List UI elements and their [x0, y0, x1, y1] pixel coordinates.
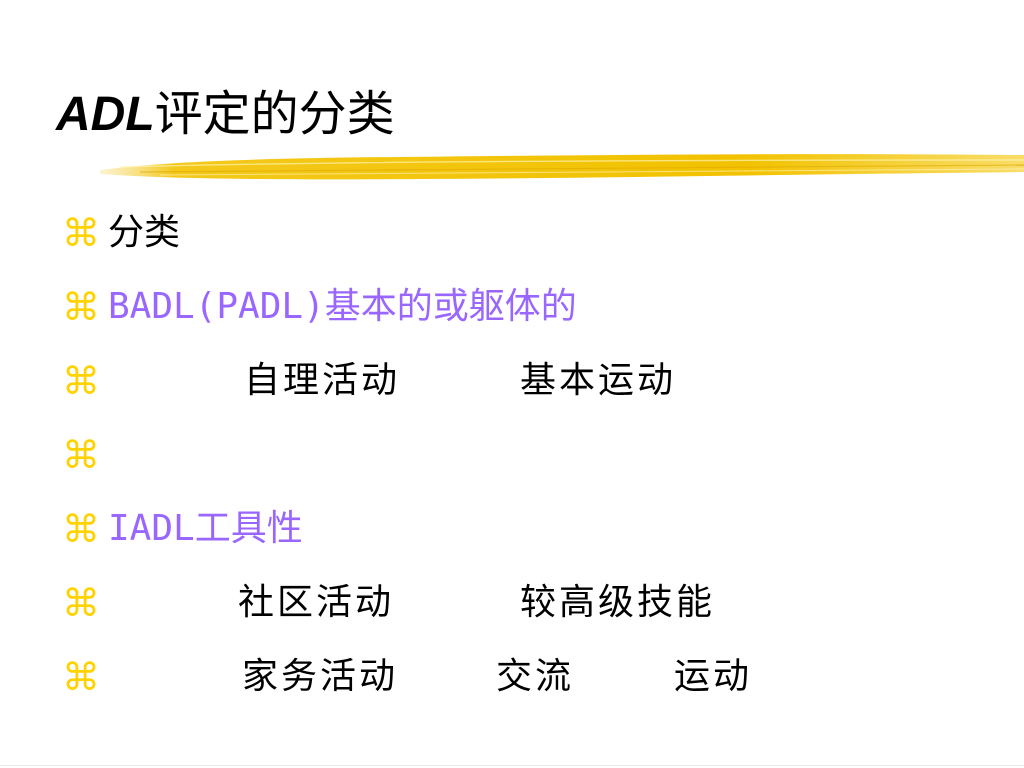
list-item: ⌘ IADL工具性 — [62, 492, 1002, 566]
brush-stroke-underline — [100, 154, 1024, 180]
item-text: 分类 — [108, 212, 181, 253]
list-item: ⌘ 家务活动 交流 运动 — [62, 640, 1002, 714]
list-item: ⌘ — [62, 418, 1002, 492]
item-text: IADL工具性 — [108, 508, 303, 549]
item-col-2: 交流 — [496, 656, 575, 697]
item-col-1: 家务活动 — [242, 656, 399, 697]
list-item: ⌘ 社区活动 较高级技能 — [62, 566, 1002, 640]
item-col-3: 运动 — [674, 656, 753, 697]
item-text: BADL(PADL)基本的或躯体的 — [108, 286, 577, 327]
command-bullet-icon: ⌘ — [62, 655, 100, 699]
item-col-2: 较高级技能 — [520, 582, 716, 623]
list-item: ⌘ BADL(PADL)基本的或躯体的 — [62, 270, 1002, 344]
list-item: ⌘ 自理活动 基本运动 — [62, 344, 1002, 418]
title-cjk: 评定的分类 — [154, 86, 395, 142]
command-bullet-icon: ⌘ — [62, 581, 100, 625]
bullet-list: ⌘ 分类 ⌘ BADL(PADL)基本的或躯体的 ⌘ 自理活动 基本运动 ⌘ ⌘… — [62, 196, 1002, 714]
command-bullet-icon: ⌘ — [62, 433, 100, 477]
command-bullet-icon: ⌘ — [62, 211, 100, 255]
command-bullet-icon: ⌘ — [62, 359, 100, 403]
title-latin: ADL — [56, 88, 155, 141]
item-col-1: 自理活动 — [244, 360, 401, 401]
command-bullet-icon: ⌘ — [62, 285, 100, 329]
slide-title: ADL评定的分类 — [56, 80, 395, 149]
command-bullet-icon: ⌘ — [62, 507, 100, 551]
item-col-1: 社区活动 — [238, 582, 395, 623]
item-col-2: 基本运动 — [520, 360, 677, 401]
slide-bottom-divider — [0, 765, 1024, 766]
list-item: ⌘ 分类 — [62, 196, 1002, 270]
